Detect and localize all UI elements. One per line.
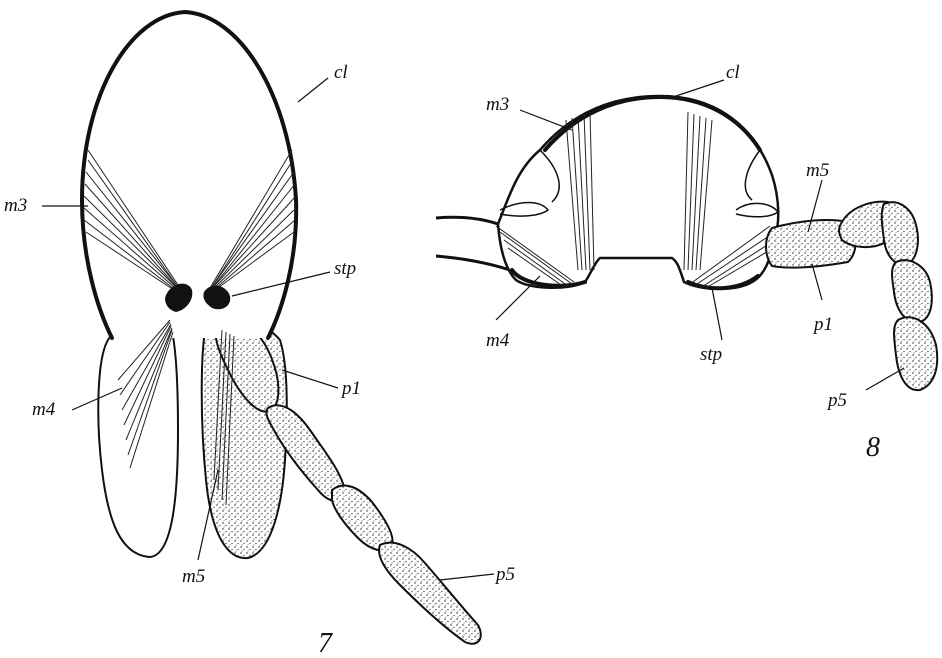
- fig8-palp: [766, 202, 937, 390]
- fig7-palp-p4: [379, 543, 481, 644]
- fig7-number: 7: [318, 628, 333, 658]
- fig7-palp-p3: [332, 486, 393, 551]
- fig8-leader-p1: [812, 264, 822, 300]
- fig7-label-p5: p5: [494, 564, 515, 585]
- fig8-palp-p3: [882, 202, 918, 265]
- fig7-label-m5: m5: [182, 566, 205, 587]
- fig8-number: 8: [866, 432, 880, 463]
- fig8-label-m3: m3: [486, 94, 509, 115]
- fig8-left-arm: [436, 217, 498, 224]
- fig7-label-m4: m4: [32, 399, 56, 420]
- figure-8: cl m3 m5 m4 stp p1 p5 8: [436, 62, 937, 463]
- fig7-leader-cl: [298, 78, 328, 102]
- fig8-palp-p5: [894, 317, 937, 390]
- fig8-label-m4: m4: [486, 330, 510, 351]
- fig8-left-arm-lower: [436, 256, 510, 270]
- fig7-leader-p5: [440, 574, 494, 580]
- fig8-label-p1: p1: [812, 314, 833, 335]
- fig7-label-cl: cl: [334, 62, 348, 83]
- fig8-leader-cl: [676, 80, 724, 96]
- fig7-label-m3: m3: [4, 195, 27, 216]
- fig8-leader-m3: [520, 110, 572, 130]
- fig8-leader-stp: [712, 288, 722, 340]
- fig8-label-cl: cl: [726, 62, 740, 83]
- fig7-label-p1: p1: [340, 378, 361, 399]
- fig8-label-p5: p5: [826, 390, 847, 411]
- figure-7: cl m3 stp m4 p1 m5 p5 7: [4, 12, 515, 658]
- fig8-leader-p5: [866, 368, 904, 390]
- fig7-label-stp: stp: [334, 258, 356, 279]
- fig7-leader-p1: [282, 370, 338, 388]
- fig8-label-stp: stp: [700, 344, 722, 365]
- fig8-palp-p4: [892, 260, 932, 322]
- fig8-label-m5: m5: [806, 160, 829, 181]
